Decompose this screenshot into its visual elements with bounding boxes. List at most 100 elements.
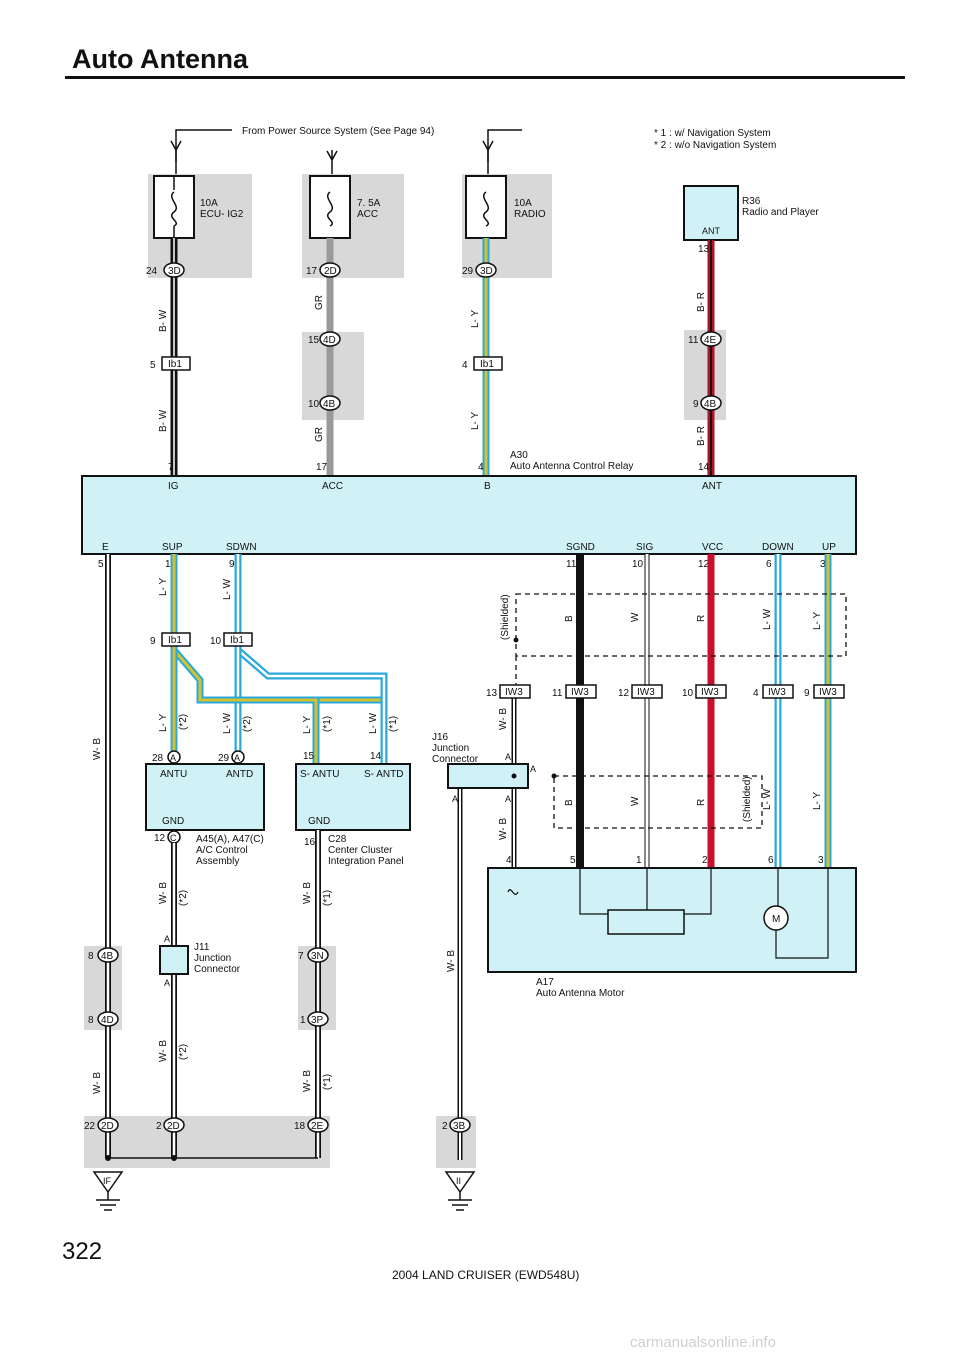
svg-text:A: A <box>530 764 536 774</box>
a30-relay-box <box>81 475 857 555</box>
svg-text:(*1): (*1) <box>322 1074 333 1090</box>
svg-text:SUP: SUP <box>162 542 183 553</box>
j16-box <box>447 763 529 789</box>
fuse-ecu-ig2 <box>153 175 195 239</box>
fuse2-name: ACC <box>357 209 378 220</box>
svg-text:L- Y: L- Y <box>158 714 169 732</box>
svg-text:Center Cluster: Center Cluster <box>328 845 393 856</box>
svg-text:9: 9 <box>229 559 235 570</box>
svg-text:Assembly: Assembly <box>196 856 239 867</box>
svg-text:11: 11 <box>566 559 577 570</box>
svg-text:Junction: Junction <box>194 953 231 964</box>
svg-text:3: 3 <box>818 855 824 866</box>
svg-text:Junction: Junction <box>432 743 469 754</box>
svg-text:W- B: W- B <box>302 1070 313 1092</box>
svg-text:5: 5 <box>98 559 104 570</box>
svg-text:L- W: L- W <box>222 578 233 600</box>
label-br-1: B- R <box>696 292 707 312</box>
svg-text:L- W: L- W <box>762 608 773 630</box>
fuse-acc <box>309 175 351 239</box>
svg-text:8: 8 <box>88 951 94 962</box>
footer-text: 2004 LAND CRUISER (EWD548U) <box>392 1268 580 1282</box>
svg-text:J16: J16 <box>432 732 449 743</box>
svg-text:SGND: SGND <box>566 542 595 553</box>
svg-text:13: 13 <box>698 244 710 255</box>
svg-text:A: A <box>452 794 458 804</box>
svg-text:(Shielded): (Shielded) <box>500 594 511 640</box>
svg-text:W- B: W- B <box>92 738 103 760</box>
svg-text:B: B <box>564 799 575 806</box>
motor-resistor <box>607 909 685 935</box>
svg-text:C28: C28 <box>328 834 347 845</box>
svg-text:IW3: IW3 <box>701 687 719 698</box>
svg-text:GND: GND <box>162 816 184 827</box>
svg-text:10: 10 <box>682 688 694 699</box>
conn-ib1-9 <box>161 632 191 647</box>
svg-text:IW3: IW3 <box>505 687 523 698</box>
svg-text:14: 14 <box>370 751 382 762</box>
conn-9-4b: 4B 9 <box>693 395 722 411</box>
shaded-areas <box>84 174 726 1168</box>
svg-text:W- B: W- B <box>158 882 169 904</box>
conn-ib1-4 <box>473 356 503 371</box>
svg-text:L- Y: L- Y <box>158 578 169 596</box>
svg-text:Connector: Connector <box>194 964 241 975</box>
svg-text:L- W: L- W <box>222 712 233 734</box>
page-title: Auto Antenna <box>72 44 248 74</box>
svg-text:7: 7 <box>298 951 304 962</box>
svg-text:7: 7 <box>168 462 174 473</box>
shield-box-top <box>515 593 847 657</box>
svg-text:29: 29 <box>218 753 230 764</box>
svg-text:(*2): (*2) <box>242 716 253 732</box>
svg-text:1: 1 <box>165 559 171 570</box>
conn-1-3p: 3P1 <box>300 1011 329 1027</box>
svg-text:5: 5 <box>570 855 576 866</box>
svg-text:11: 11 <box>552 688 563 699</box>
svg-text:29: 29 <box>462 266 474 277</box>
svg-text:9: 9 <box>693 399 699 410</box>
power-source-note: From Power Source System (See Page 94) <box>242 126 434 137</box>
svg-text:A45(A), A47(C): A45(A), A47(C) <box>196 834 264 845</box>
svg-text:Integration Panel: Integration Panel <box>328 856 404 867</box>
svg-text:2: 2 <box>442 1121 448 1132</box>
svg-text:(*2): (*2) <box>178 890 189 906</box>
label-ly-1: L- Y <box>470 310 481 328</box>
svg-text:A/C Control: A/C Control <box>196 845 248 856</box>
svg-text:4B: 4B <box>704 399 717 410</box>
svg-text:3N: 3N <box>311 951 324 962</box>
svg-text:1: 1 <box>636 855 642 866</box>
svg-text:15: 15 <box>303 751 315 762</box>
c28-box <box>295 763 411 831</box>
svg-text:Ib1: Ib1 <box>168 359 182 370</box>
wire-ly-sup <box>170 554 388 770</box>
svg-text:S- ANTU: S- ANTU <box>300 769 339 780</box>
conn-ib1-10 <box>223 632 253 647</box>
conn-ib1-5 <box>161 356 191 371</box>
svg-text:Ib1: Ib1 <box>168 635 182 646</box>
svg-text:13: 13 <box>486 688 498 699</box>
r36-name: Radio and Player <box>742 207 819 218</box>
motor-pins: 4 5 1 2 6 3 <box>506 855 824 866</box>
svg-text:4: 4 <box>462 360 468 371</box>
svg-text:R: R <box>696 615 707 622</box>
r36-id: R36 <box>742 196 761 207</box>
conn-29-a: A29 <box>218 750 245 764</box>
svg-text:28: 28 <box>152 753 164 764</box>
svg-text:A: A <box>164 978 170 988</box>
svg-text:L- Y: L- Y <box>812 612 823 630</box>
fuse1-rating: 10A <box>200 198 218 209</box>
a45-box <box>145 763 265 831</box>
svg-text:W- B: W- B <box>498 818 509 840</box>
svg-text:L- Y: L- Y <box>302 716 313 734</box>
a30-name: Auto Antenna Control Relay <box>510 461 633 472</box>
relay-bottom-pins: E SUP SDWN SGND SIG VCC DOWN UP 5 1 9 11… <box>98 542 836 570</box>
svg-text:24: 24 <box>146 266 158 277</box>
svg-text:1: 1 <box>300 1015 306 1026</box>
svg-text:18: 18 <box>294 1121 306 1132</box>
label-gr-2: GR <box>314 427 325 442</box>
power-source-lines <box>170 129 522 174</box>
